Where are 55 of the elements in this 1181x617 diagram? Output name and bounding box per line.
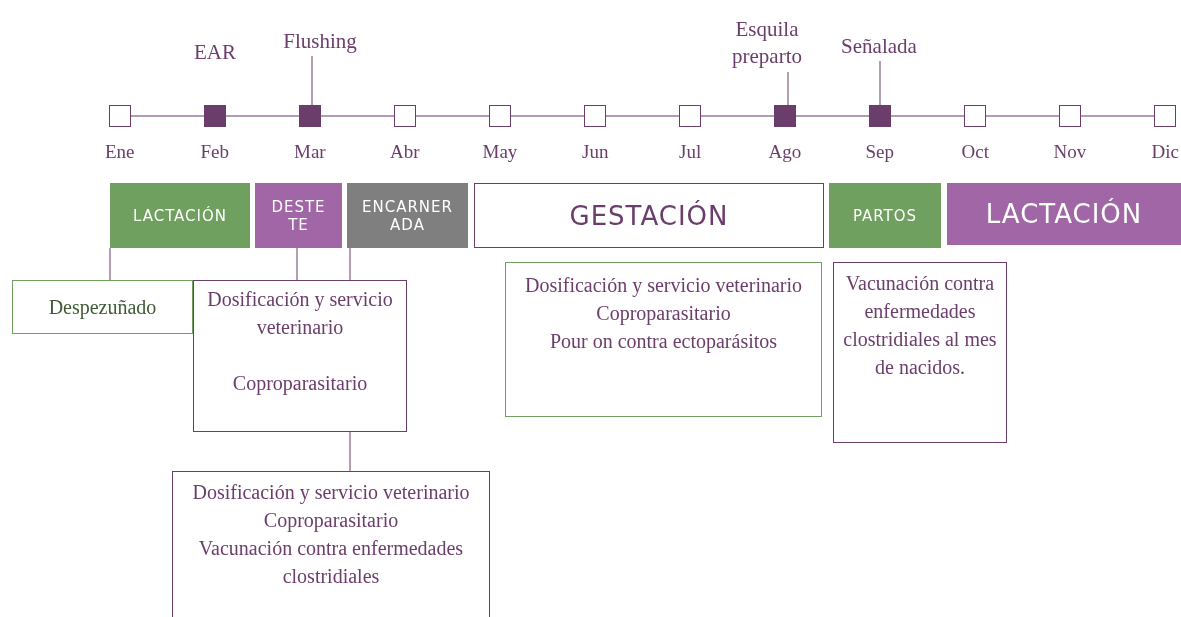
- leader-line: [879, 60, 881, 106]
- activity-text: Pour on contra ectoparásitos: [549, 329, 778, 355]
- phase-banner: LACTACIÓN: [947, 183, 1181, 245]
- leader-line: [349, 247, 351, 281]
- event-label: Señalada: [826, 33, 932, 61]
- timeline-line: [510, 115, 585, 117]
- month-label: Jul: [679, 141, 702, 163]
- month-label: Feb: [200, 141, 229, 163]
- timeline-line: [225, 115, 300, 117]
- activity-box: [12, 280, 193, 334]
- month-label: Jun: [582, 141, 609, 163]
- leader-line: [296, 247, 298, 281]
- timeline-line: [890, 115, 965, 117]
- timeline-line: [415, 115, 490, 117]
- event-label: EAR: [194, 40, 236, 65]
- activity-box: [505, 262, 822, 417]
- event-label: Flushing: [270, 28, 370, 56]
- month-label: Ene: [105, 141, 135, 163]
- activity-text: Despezuñado: [48, 295, 157, 321]
- phase-bar: DESTE TE: [255, 183, 342, 248]
- timeline-line: [320, 115, 395, 117]
- timeline-line: [1080, 115, 1155, 117]
- timeline-line: [130, 115, 205, 117]
- month-label: Ago: [768, 141, 802, 163]
- event-label: Esquila preparto: [715, 16, 819, 72]
- phase-banner: GESTACIÓN: [474, 183, 824, 248]
- activity-text: Dosificación y servicio veterinario: [524, 273, 803, 299]
- activity-text: Coproparasitario: [596, 301, 731, 327]
- activity-text: Vacunación contra enfermedades clostridiales: [197, 536, 465, 589]
- phase-bar: LACTACIÓN: [110, 183, 250, 248]
- leader-line: [787, 71, 789, 106]
- activity-box: [172, 471, 490, 617]
- phase-bar: ENCARNER ADA: [347, 183, 468, 248]
- activity-box: [193, 280, 407, 432]
- month-label: Oct: [961, 141, 989, 163]
- month-label: May: [482, 141, 518, 163]
- activity-text: Coproparasitario: [263, 508, 399, 534]
- activity-box: [833, 262, 1007, 443]
- month-label: Mar: [294, 141, 326, 163]
- activity-text: Dosificación y servicio veterinario: [192, 480, 470, 506]
- month-label: Sep: [865, 141, 894, 163]
- phase-bar: PARTOS: [829, 183, 941, 248]
- leader-line: [349, 431, 351, 472]
- month-label: Abr: [390, 141, 420, 163]
- month-label: Nov: [1053, 141, 1087, 163]
- activity-text: Coproparasitario: [232, 371, 368, 397]
- timeline-line: [605, 115, 680, 117]
- timeline-line: [985, 115, 1060, 117]
- activity-text: Dosificación y servicio veterinario: [206, 287, 394, 340]
- leader-line: [311, 55, 313, 106]
- activity-text: Vacunación contra enfermedades clostridiales al mes de nacidos.: [842, 271, 998, 380]
- timeline-line: [795, 115, 870, 117]
- leader-line: [109, 247, 111, 281]
- timeline-line: [700, 115, 775, 117]
- month-label: Dic: [1151, 141, 1179, 163]
